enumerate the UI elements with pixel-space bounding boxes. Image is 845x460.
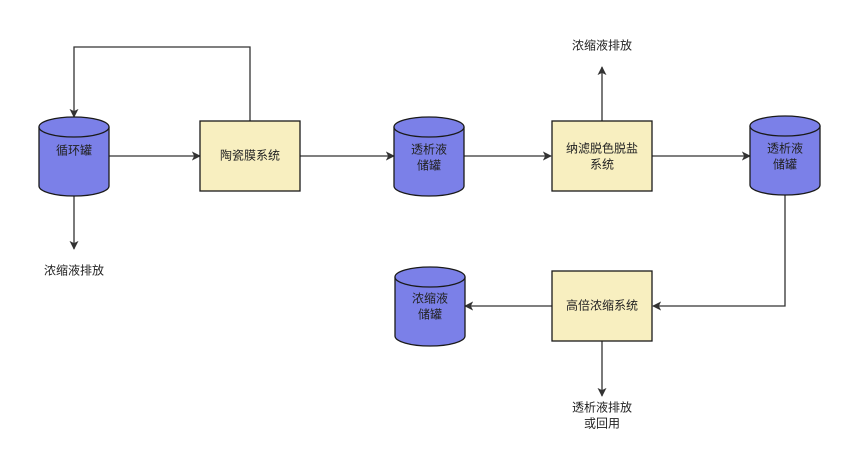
bottom-discharge-line1: 透析液排放 xyxy=(572,400,632,415)
dialysate-tank-2-line2: 储罐 xyxy=(773,157,797,172)
ceramic-membrane-label: 陶瓷膜系统 xyxy=(220,148,280,163)
edge-dialysate-2-to-highconc xyxy=(652,195,786,311)
bottom-discharge-line2: 或回用 xyxy=(584,417,620,431)
dialysate-tank-1-line2: 储罐 xyxy=(417,158,441,173)
dialysate-tank-1-line1: 透析液 xyxy=(411,142,447,157)
ceramic-membrane-system: 陶瓷膜系统 xyxy=(199,120,301,192)
nf-desalt-line1: 纳滤脱色脱盐 xyxy=(566,141,638,156)
concentrate-tank: 浓缩液 储罐 xyxy=(394,266,466,347)
edge-recirculation-loop xyxy=(69,46,251,121)
flow-edges xyxy=(69,46,786,397)
circulation-tank-label: 循环罐 xyxy=(56,144,92,158)
dialysate-tank-2: 透析液 储罐 xyxy=(749,115,821,196)
nf-desalt-system: 纳滤脱色脱盐 系统 xyxy=(551,120,653,192)
dialysate-tank-1: 透析液 储罐 xyxy=(393,116,465,197)
top-discharge-label: 浓缩液排放 xyxy=(572,38,632,53)
high-concentration-label: 高倍浓缩系统 xyxy=(566,298,638,313)
concentrate-tank-line2: 储罐 xyxy=(418,307,442,322)
concentrate-tank-line1: 浓缩液 xyxy=(412,291,448,306)
high-concentration-system: 高倍浓缩系统 xyxy=(551,270,653,342)
left-discharge-label: 浓缩液排放 xyxy=(44,263,104,278)
dialysate-tank-2-line1: 透析液 xyxy=(767,141,803,156)
nf-desalt-line2: 系统 xyxy=(590,158,614,172)
circulation-tank: 循环罐 xyxy=(38,116,110,197)
